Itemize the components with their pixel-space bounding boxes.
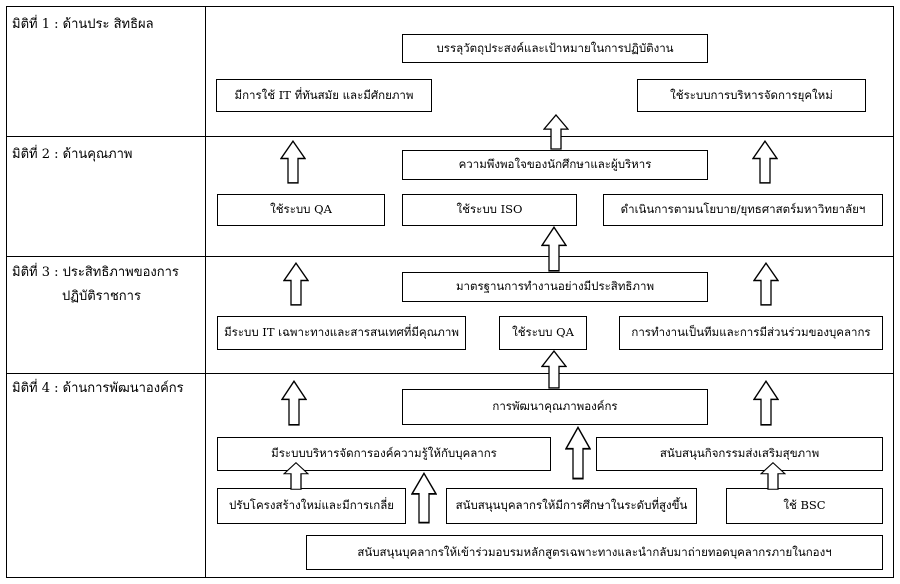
box-specialized-it: มีระบบ IT เฉพาะทางและสารสนเทศที่มีคุณภาพ: [217, 316, 466, 350]
box-work-standard: มาตรฐานการทำงานอย่างมีประสิทธิภาพ: [402, 272, 708, 302]
up-arrow-icon: [541, 350, 567, 389]
box-restructure: ปรับโครงสร้างใหม่และมีการเกลี่ย: [217, 488, 406, 524]
box-qa-d3: ใช้ระบบ QA: [499, 316, 587, 350]
box-health-promotion: สนับสนุนกิจกรรมส่งเสริมสุขภาพ: [596, 437, 883, 471]
box-iso: ใช้ระบบ ISO: [402, 194, 577, 226]
diagram-frame: [6, 6, 894, 578]
box-modern-it: มีการใช้ IT ที่ทันสมัย และมีศักยภาพ: [216, 79, 432, 112]
box-specialized-training: สนับสนุนบุคลากรให้เข้าร่วมอบรมหลักสูตรเฉ…: [306, 535, 883, 570]
row-divider-2: [6, 256, 894, 257]
box-knowledge-management: มีระบบบริหารจัดการองค์ความรู้ให้กับบุคลา…: [217, 437, 551, 471]
box-goal-achievement: บรรลุวัตถุประสงค์และเป้าหมายในการปฏิบัติ…: [402, 34, 708, 63]
up-arrow-icon: [753, 380, 779, 426]
row-divider-1: [6, 136, 894, 137]
up-arrow-icon: [281, 380, 307, 426]
up-arrow-icon: [753, 262, 779, 306]
up-arrow-icon: [541, 226, 567, 272]
box-higher-education: สนับสนุนบุคลากรให้มีการศึกษาในระดับที่สู…: [446, 488, 697, 524]
box-satisfaction: ความพึงพอใจของนักศึกษาและผู้บริหาร: [402, 150, 708, 180]
up-arrow-icon: [543, 114, 569, 150]
box-modern-management: ใช้ระบบการบริหารจัดการยุคใหม่: [637, 79, 866, 112]
box-org-quality: การพัฒนาคุณภาพองค์กร: [402, 389, 708, 425]
up-arrow-icon: [760, 462, 786, 490]
dimension-4-label: มิติที่ 4 : ด้านการพัฒนาองค์กร: [12, 381, 184, 396]
up-arrow-icon: [280, 140, 306, 184]
row-divider-3: [6, 373, 894, 374]
up-arrow-icon: [565, 426, 591, 480]
column-divider: [205, 6, 206, 578]
up-arrow-icon: [411, 472, 437, 524]
box-qa-d2: ใช้ระบบ QA: [217, 194, 385, 226]
dimension-1-label: มิติที่ 1 : ด้านประ สิทธิผล: [12, 17, 154, 32]
dimension-2-label: มิติที่ 2 : ด้านคุณภาพ: [12, 147, 133, 162]
box-university-policy: ดำเนินการตามนโยบาย/ยุทธศาสตร์มหาวิทยาลัย…: [603, 194, 883, 226]
up-arrow-icon: [752, 140, 778, 184]
up-arrow-icon: [283, 462, 309, 490]
box-bsc: ใช้ BSC: [726, 488, 883, 524]
box-teamwork: การทำงานเป็นทีมและการมีส่วนร่วมของบุคลาก…: [619, 316, 883, 350]
dimension-3-label: มิติที่ 3 : ประสิทธิภาพของการ: [12, 265, 179, 280]
up-arrow-icon: [283, 262, 309, 306]
dimension-3-label-line2: ปฏิบัติราชการ: [62, 289, 141, 304]
